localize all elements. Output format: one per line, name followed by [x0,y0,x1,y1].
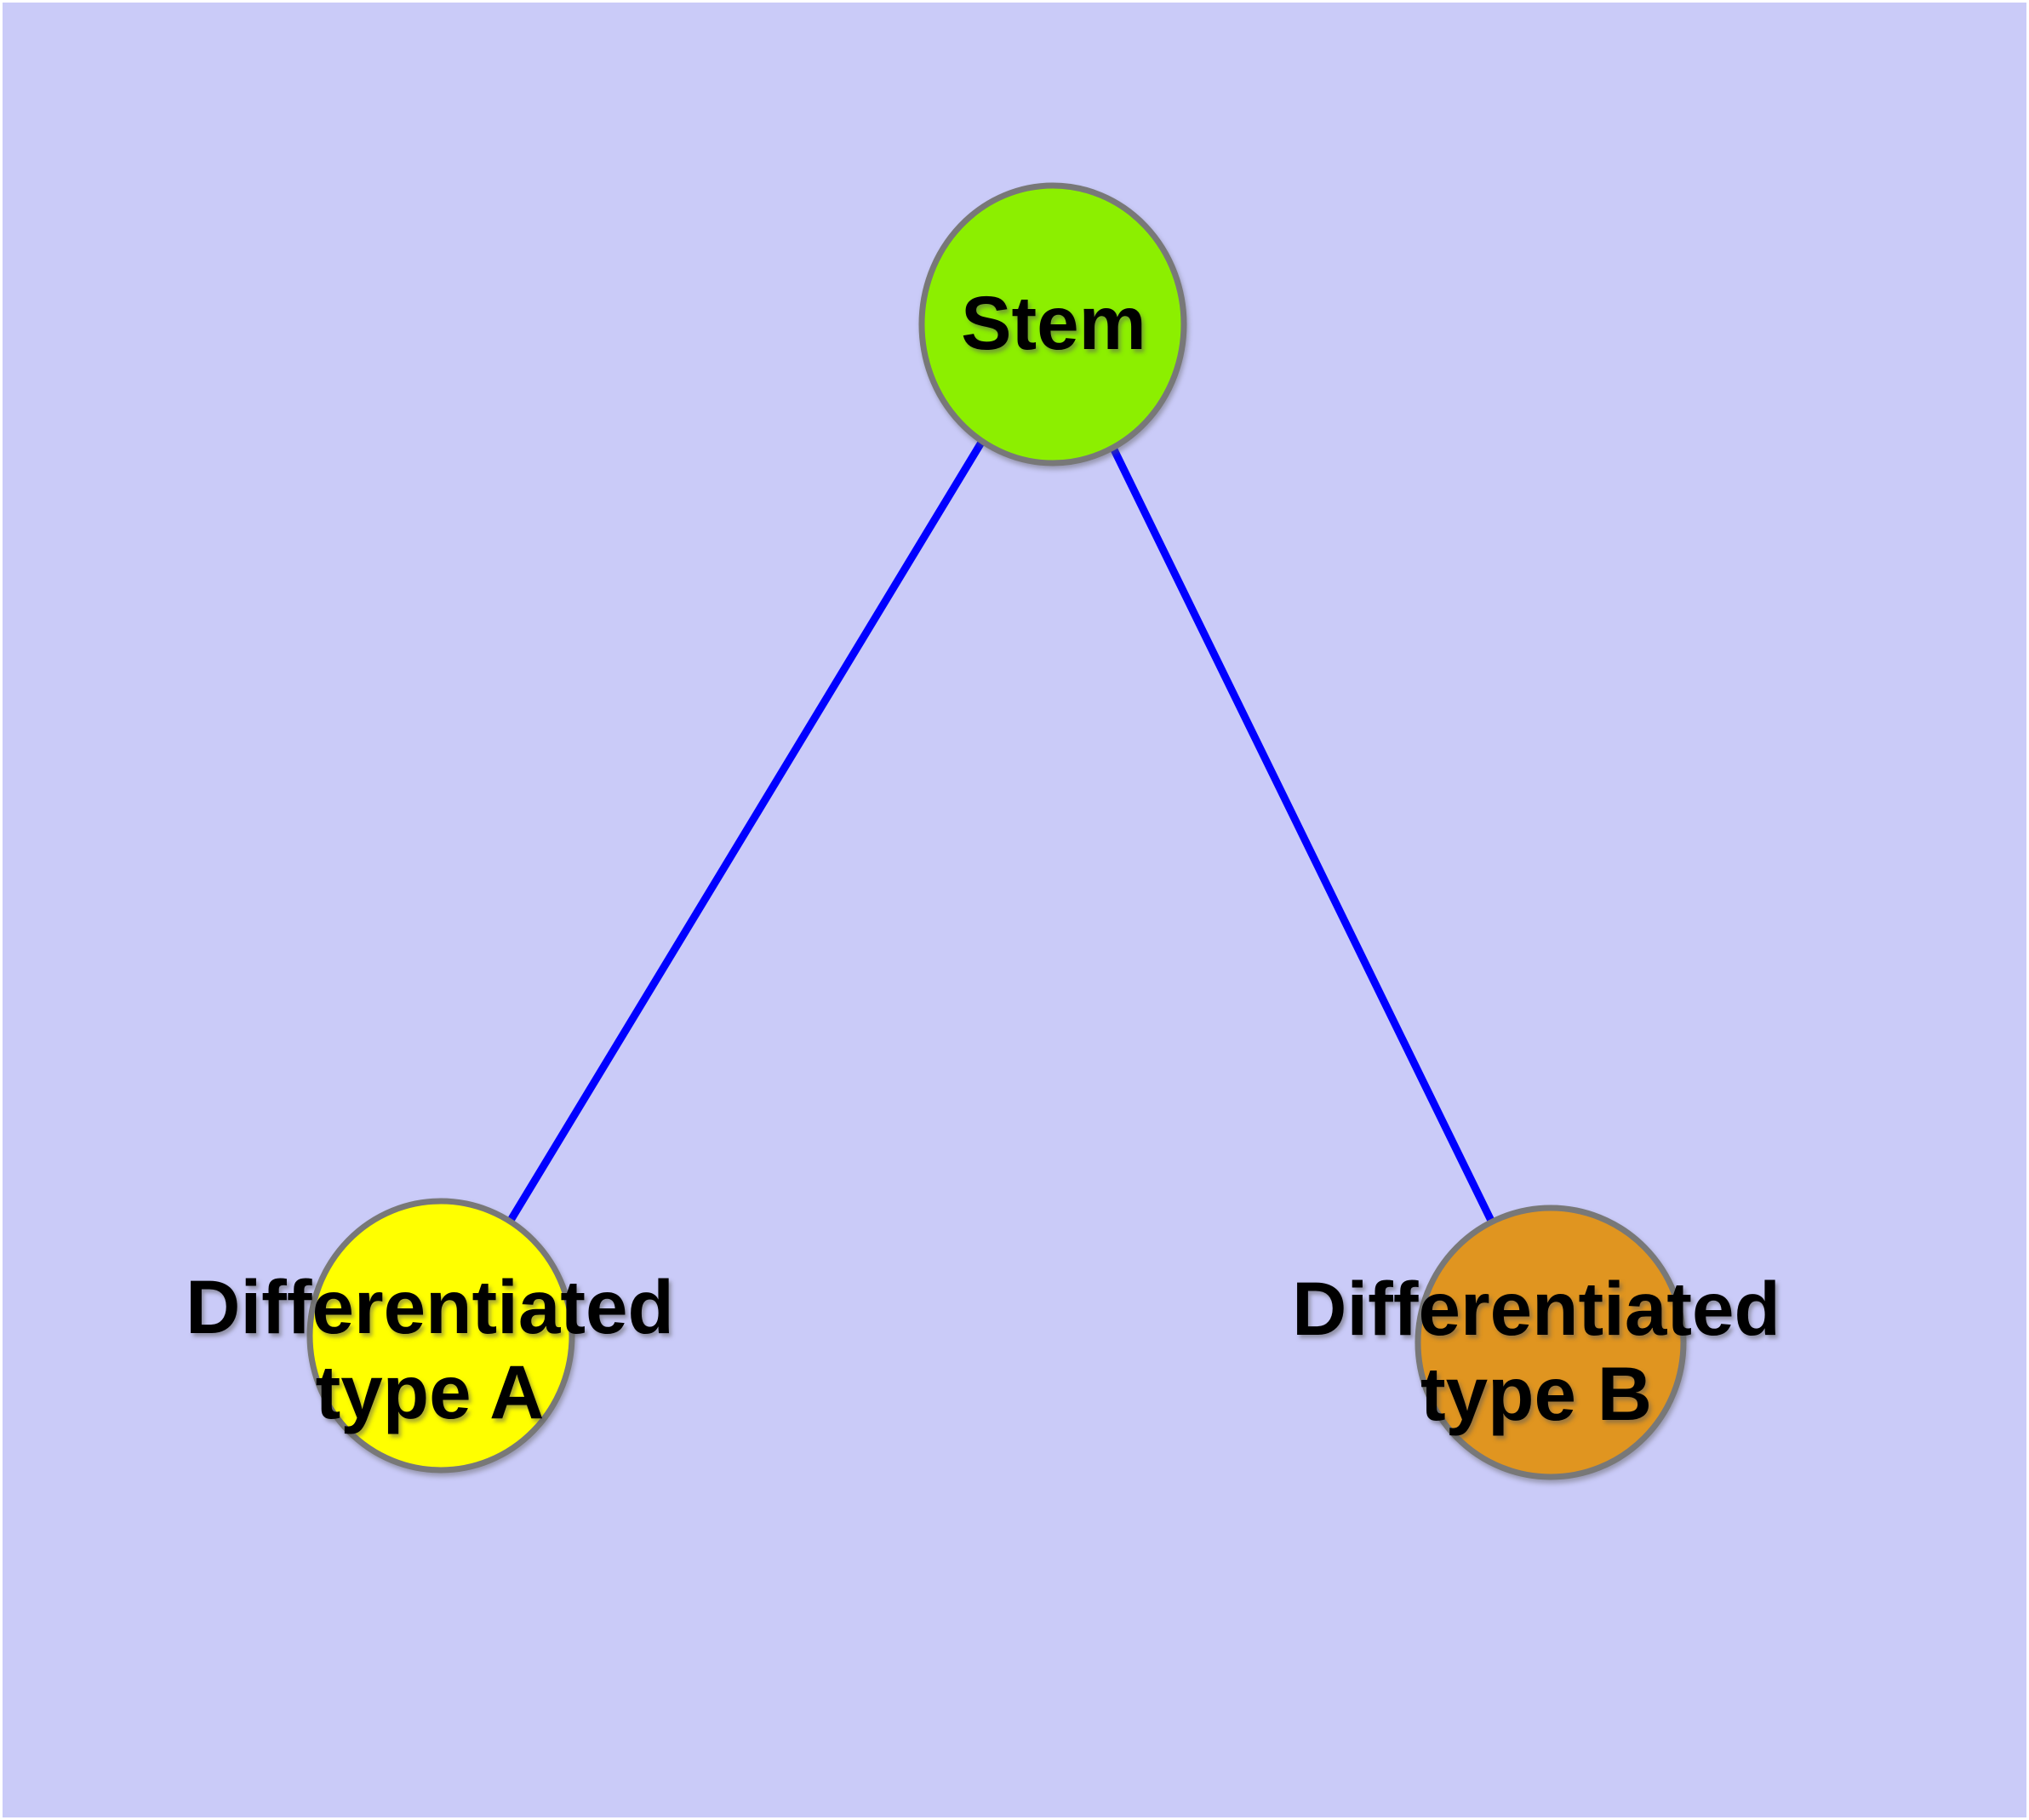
node-type-b-label: Differentiated type B [1292,1266,1780,1436]
node-type-a-label-line2: type A [315,1349,545,1434]
node-differentiated-type-a [306,1198,575,1474]
node-differentiated-type-b [1415,1205,1687,1480]
node-stem-label-text: Stem [961,280,1146,365]
node-type-b-label-line2: type B [1420,1351,1652,1436]
node-type-a-label-line1: Differentiated [186,1264,674,1349]
edge-stem-to-type-b [1049,323,1555,1344]
edge-stem-to-type-a [437,322,1056,1338]
node-stem [918,182,1187,466]
node-type-a-label: Differentiated type A [186,1264,674,1434]
node-type-b-label-line1: Differentiated [1292,1266,1780,1351]
node-stem-label: Stem [961,280,1146,365]
